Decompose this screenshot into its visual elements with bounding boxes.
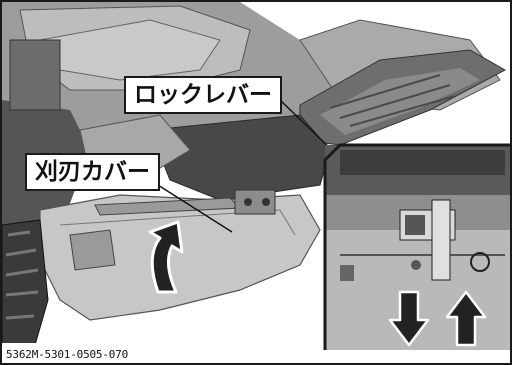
blade-cover-leader-line xyxy=(149,179,233,233)
up-arrow-icon xyxy=(445,290,487,347)
blade-cover-illustration xyxy=(39,189,321,321)
curved-up-arrow-icon xyxy=(148,220,184,294)
figure-reference-number: 5362M-5301-0505-070 xyxy=(6,348,129,361)
lock-lever-label: ロックレバー xyxy=(124,76,282,114)
wheel-illustration xyxy=(1,219,49,349)
down-arrow-icon xyxy=(388,290,430,347)
detail-inset xyxy=(323,143,510,350)
blade-cover-label: 刈刃カバー xyxy=(25,153,160,191)
